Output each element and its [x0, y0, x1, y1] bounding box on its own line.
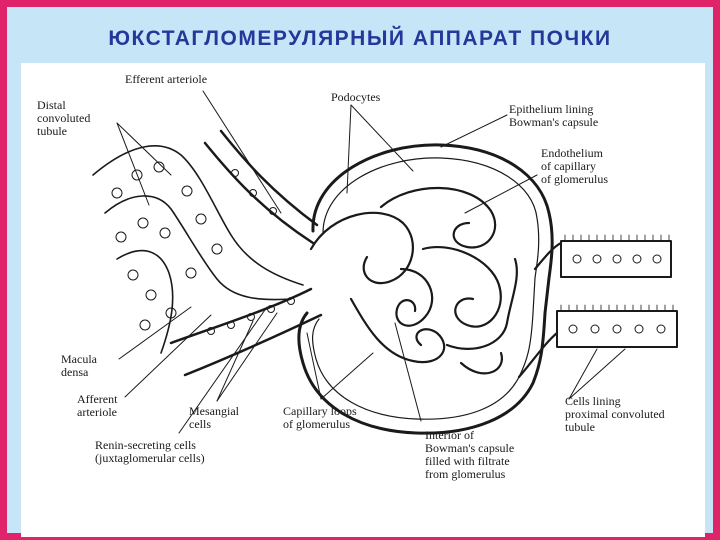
capillary-loop-6: [445, 257, 518, 350]
label-podocytes: Podocytes: [331, 90, 381, 104]
diagram-drawing: [92, 90, 678, 435]
label-capillary-loops: Capillary loops of glomerulus: [283, 404, 357, 431]
proximal-tubule-neck-lower: [517, 331, 559, 379]
afferent-arteriole-wall-lower: [183, 313, 323, 377]
capillary-loop-3: [421, 246, 502, 328]
capillary-loop-7: [459, 351, 504, 375]
juxtaglomerular-cell-nuclei: [207, 169, 295, 335]
leader-lines: [116, 90, 626, 434]
bowmans-capsule-inner-wall: [312, 157, 540, 420]
juxtaglomerular-diagram: Efferent arteriole Distal convoluted tub…: [21, 63, 705, 537]
bowmans-capsule-outer-wall: [297, 143, 554, 435]
proximal-tubule-neck-upper: [533, 241, 563, 271]
label-interior-bowmans-capsule: Interior of Bowman's capsule filled with…: [425, 428, 515, 481]
label-afferent-arteriole: Afferent arteriole: [77, 392, 118, 419]
label-mesangial-cells: Mesangial cells: [189, 404, 239, 431]
proximal-tubule-upper-segment: [560, 240, 672, 278]
distal-tubule-wall-inner: [104, 195, 292, 301]
proximal-tubule-cell-nuclei: [568, 254, 666, 334]
efferent-arteriole-wall-lower: [203, 141, 315, 245]
label-macula-densa: Macula densa: [61, 352, 97, 379]
proximal-tubule-lower-segment: [556, 310, 678, 348]
brush-border-lines: [560, 234, 674, 312]
capillary-loop-5: [349, 297, 446, 364]
afferent-arteriole-wall-upper: [169, 287, 313, 345]
label-cells-proximal-tubule: Cells lining proximal convoluted tubule: [565, 394, 665, 434]
label-endothelium-capillary: Endothelium of capillary of glomerulus: [541, 146, 608, 186]
efferent-arteriole-wall-upper: [219, 129, 319, 227]
label-distal-convoluted-tubule: Distal convoluted tubule: [37, 98, 91, 138]
label-renin-secreting-cells: Renin-secreting cells (juxtaglomerular c…: [95, 438, 205, 465]
label-efferent-arteriole: Efferent arteriole: [125, 72, 208, 86]
slide-title: ЮКСТАГЛОМЕРУЛЯРНЫЙ АППАРАТ ПОЧКИ: [108, 27, 612, 50]
distal-tubule-wall-lower: [116, 249, 174, 354]
distal-tubule-cell-nuclei: [111, 161, 223, 331]
label-epithelium-bowmans-capsule: Epithelium lining Bowman's capsule: [509, 102, 599, 129]
distal-tubule-wall: [92, 145, 304, 286]
capillary-loop-2: [379, 186, 497, 249]
capillary-loop-1: [309, 211, 414, 285]
capillary-loop-4: [395, 267, 434, 327]
